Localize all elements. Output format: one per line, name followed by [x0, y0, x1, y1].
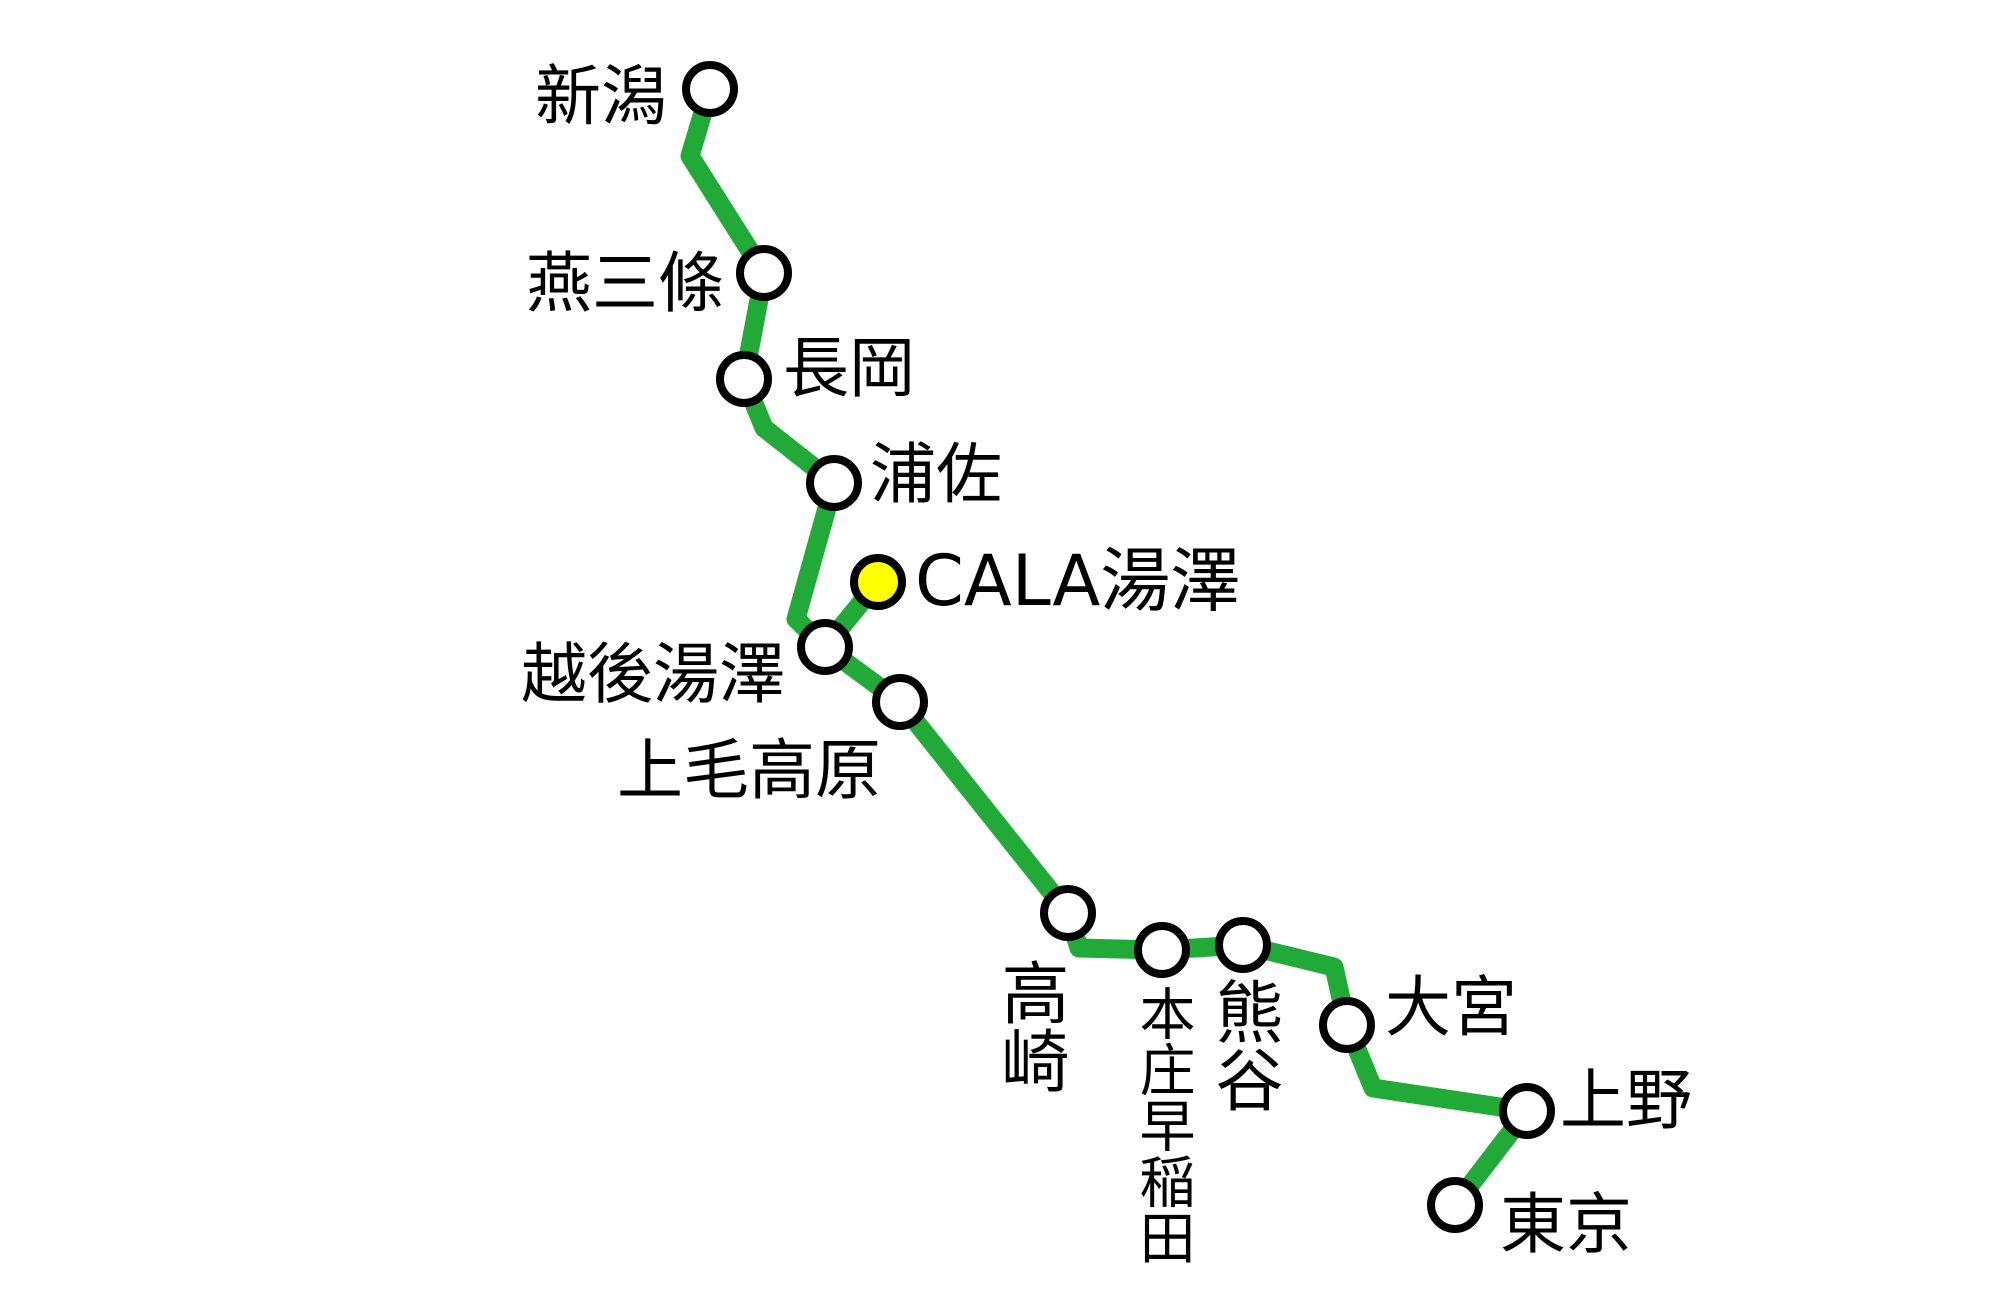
station-label-urasa: 浦佐 — [870, 436, 1002, 513]
station-label-kumagaya: 熊谷 — [1203, 977, 1282, 1113]
station-label-nagaoka: 長岡 — [783, 330, 915, 407]
station-marker-tsubame-sanjo — [736, 245, 792, 301]
station-marker-nagaoka — [716, 351, 772, 407]
station-marker-jomo-kogen — [872, 674, 928, 730]
station-label-omiya: 大宮 — [1385, 969, 1517, 1046]
station-label-honjo-waseda: 本庄早稲田 — [1130, 985, 1195, 1265]
station-marker-omiya — [1319, 997, 1375, 1053]
station-label-echigo-yuzawa: 越後湯澤 — [521, 636, 785, 713]
station-label-jomo-kogen: 上毛高原 — [617, 732, 881, 809]
station-marker-honjo-waseda — [1134, 922, 1190, 978]
station-marker-takasaki — [1040, 885, 1096, 941]
station-marker-kumagaya — [1215, 917, 1271, 973]
station-marker-ueno — [1499, 1083, 1555, 1139]
station-marker-cala-yuzawa — [850, 554, 906, 610]
station-marker-urasa — [806, 455, 862, 511]
station-label-niigata: 新潟 — [535, 58, 667, 135]
station-label-cala-yuzawa: CALA湯澤 — [915, 540, 1241, 622]
station-label-tokyo: 東京 — [1500, 1186, 1632, 1263]
station-marker-niigata — [682, 61, 738, 117]
station-label-tsubame-sanjo: 燕三條 — [526, 245, 724, 322]
station-marker-echigo-yuzawa — [797, 619, 853, 675]
station-marker-tokyo — [1427, 1177, 1483, 1233]
station-label-ueno: 上野 — [1560, 1062, 1692, 1139]
station-label-takasaki: 高崎 — [989, 958, 1068, 1094]
